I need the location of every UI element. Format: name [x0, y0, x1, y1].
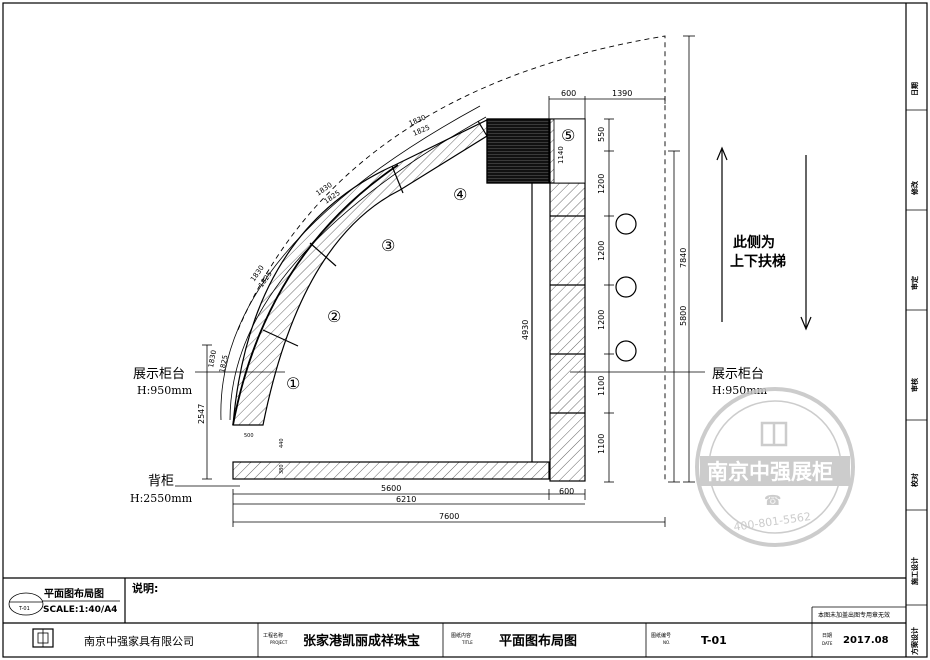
dim-550: 550 — [597, 127, 606, 142]
escalator-label-line2: 上下扶梯 — [730, 253, 786, 270]
date-label: 日期 — [822, 633, 832, 639]
sidebar-date: 日期 — [910, 82, 919, 96]
sidebar-review: 审核 — [910, 378, 919, 392]
drawing-title: 平面图布局图 — [44, 587, 104, 600]
seat-circle — [615, 340, 637, 362]
label-display-counter-height: H:950mm — [137, 384, 193, 397]
number-label-en: NO. — [663, 640, 670, 645]
dim-4930: 4930 — [521, 320, 530, 340]
dim-1390-top: 1390 — [612, 89, 632, 98]
company-name: 南京中强家具有限公司 — [84, 634, 194, 648]
company-logo-icon — [32, 628, 54, 648]
project-label-en: PROJECT — [270, 640, 288, 645]
drawing-scale: SCALE:1:40/A4 — [43, 605, 117, 615]
company-watermark-stamp: 南京中强展柜 ☎ 400-801-5562 — [695, 387, 855, 547]
stamp-note: 本图未加盖出图专用章无效 — [818, 611, 890, 619]
sidebar-revise: 修改 — [910, 180, 919, 196]
dim-2547: 2547 — [197, 404, 206, 424]
seat-circle — [615, 213, 637, 235]
dim-1200-a: 1200 — [597, 174, 606, 194]
phone-icon: ☎ — [764, 493, 781, 509]
escalator-label-line1: 此侧为 — [733, 234, 775, 251]
dim-440: 440 — [279, 438, 285, 448]
revision-side-bar: 日期 修改 审定 审核 校对 施工设计 方案设计 — [906, 82, 927, 655]
right-display-cabinets — [549, 118, 586, 482]
sidebar-approve: 审定 — [910, 276, 919, 290]
plan-area: 600 1390 550 1200 1200 1200 1100 1100 58… — [130, 35, 812, 527]
marker-5: ⑤ — [561, 126, 575, 145]
title-block: T-01 平面图布局图 SCALE:1:40/A4 说明: 本图未加盖出图专用章… — [3, 577, 906, 657]
dim-6210: 6210 — [396, 495, 416, 504]
dim-1140: 1140 — [557, 146, 565, 164]
seat-circle — [615, 276, 637, 298]
label-back-cabinet-height: H:2550mm — [130, 492, 193, 505]
sidebar-construction-design: 施工设计 — [910, 557, 919, 585]
dim-7600: 7600 — [439, 512, 459, 521]
arc-dimension-line — [220, 105, 481, 421]
date-value: 2017.08 — [843, 635, 889, 646]
dim-1200-c: 1200 — [597, 310, 606, 330]
content-label: 图纸内容 — [451, 632, 471, 639]
marker-3: ③ — [381, 236, 395, 255]
dim-600-top: 600 — [561, 89, 576, 98]
sidebar-scheme-design: 方案设计 — [910, 627, 919, 655]
dim-500: 500 — [244, 433, 254, 439]
dim-7840: 7840 — [679, 248, 688, 268]
dim-600-bottom: 600 — [559, 487, 574, 496]
escalator-arrows — [716, 146, 812, 331]
title-badge-number: T-01 — [18, 606, 30, 612]
marker-2: ② — [327, 307, 341, 326]
project-name: 张家港凯丽成祥珠宝 — [303, 633, 420, 649]
number-value: T-01 — [701, 634, 727, 647]
marker-4: ④ — [453, 185, 467, 204]
curved-display-counter — [232, 119, 488, 426]
dim-1200-b: 1200 — [597, 241, 606, 261]
corner-cabinet-block — [486, 118, 550, 184]
watermark-phone: 400-801-5562 — [733, 510, 812, 534]
dim-1100-b: 1100 — [597, 434, 606, 454]
dim-380: 380 — [279, 464, 285, 474]
dim-5600: 5600 — [381, 484, 401, 493]
marker-1: ① — [286, 374, 300, 393]
label-display-counter-right: 展示柜台 — [712, 367, 764, 382]
arc-dim-inner-1: 1825 — [218, 354, 230, 373]
dim-5800: 5800 — [679, 306, 688, 326]
label-back-cabinet: 背柜 — [148, 474, 174, 489]
number-label: 图纸编号 — [651, 632, 671, 639]
dashed-site-boundary — [237, 35, 666, 482]
content-label-en: TITLE — [461, 640, 473, 645]
arc-dim-outer-1: 1830 — [207, 349, 218, 368]
notes-label: 说明: — [132, 581, 158, 595]
date-label-en: DATE — [822, 641, 833, 646]
content-name: 平面图布局图 — [499, 633, 577, 649]
back-cabinet — [232, 461, 550, 480]
dim-1100-a: 1100 — [597, 376, 606, 396]
sidebar-check: 校对 — [910, 473, 919, 487]
project-label: 工程名称 — [263, 632, 283, 639]
watermark-company: 南京中强展柜 — [707, 460, 833, 484]
label-display-counter: 展示柜台 — [133, 367, 185, 382]
